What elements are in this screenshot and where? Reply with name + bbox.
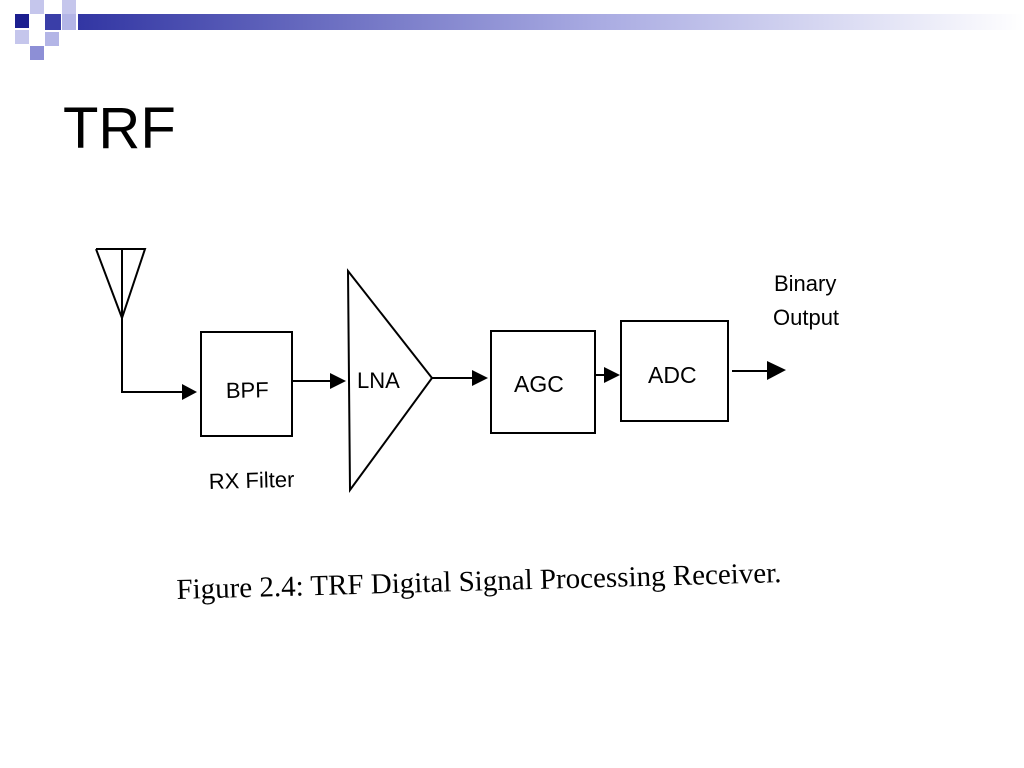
binary-output-label: Binary [774,271,836,296]
banner-gradient-bar [78,14,1024,30]
lna-label: LNA [357,368,400,393]
banner-square [62,0,76,14]
rx-filter-label: RX Filter [208,467,294,494]
slide-title: TRF [63,96,176,161]
banner-square [30,46,44,60]
arrow-head [767,361,786,380]
banner-square [45,32,59,46]
arrow-head [182,384,197,400]
agc-block [490,330,596,434]
arrow-head [604,367,620,383]
antenna-icon [95,248,185,393]
binary-output-label: Output [773,305,839,330]
banner-square [15,14,29,28]
banner-square [15,30,29,44]
adc-block [620,320,729,422]
bpf-label: BPF [226,377,269,403]
bpf-block [200,331,293,437]
arrow-head [330,373,346,389]
adc-label: ADC [648,362,697,388]
arrow-head [472,370,488,386]
agc-label: AGC [514,371,564,397]
banner-square [45,14,61,30]
lna-amplifier [346,268,434,494]
banner-square [62,14,76,30]
header-banner [15,0,1024,60]
banner-square [30,0,44,14]
